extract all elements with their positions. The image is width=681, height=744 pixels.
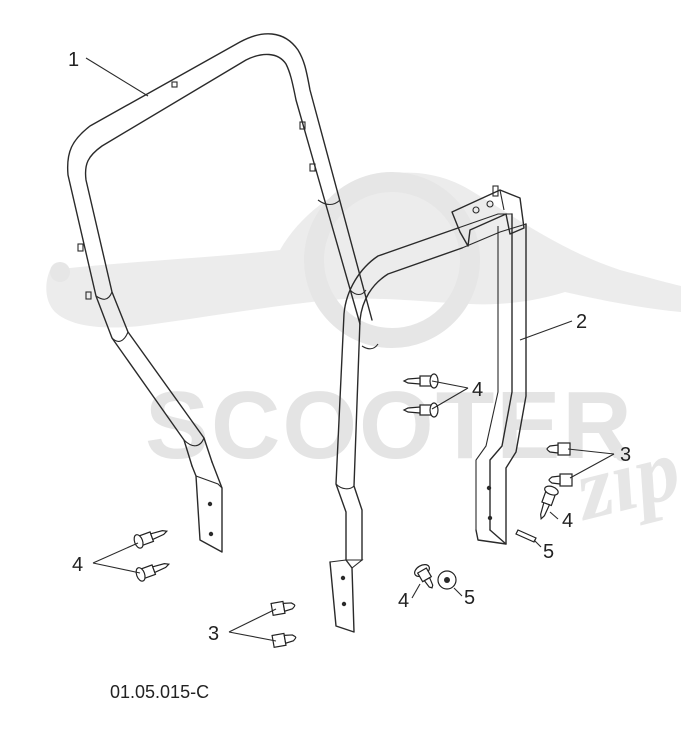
frame-2-top-bracket [451, 189, 525, 247]
callout-1a: 1 [68, 49, 79, 71]
part-2-right-frame [329, 185, 527, 633]
frame-2-rear-leg-back [475, 226, 499, 530]
frame-2-rear-hole-2 [487, 515, 493, 521]
cap-nut-icon [548, 473, 573, 487]
frame-1-tab-1 [299, 121, 306, 130]
callout-3a: 3 [208, 623, 219, 645]
frame-2-bend-mark-1 [361, 343, 379, 350]
callout-2a: 2 [576, 311, 587, 333]
frame-1-tab-2 [309, 163, 316, 172]
leader-1 [85, 57, 149, 97]
callout-4d: 4 [398, 590, 409, 612]
watermark-brand-text: SCOOTER [145, 372, 634, 479]
drawing-code: 01.05.015-C [110, 682, 209, 702]
frame-1-tab-4 [85, 291, 92, 300]
frame-1-mount-plate [191, 461, 223, 553]
frame-2-top-crossbar [457, 213, 512, 229]
leader-3-right-b [569, 453, 615, 479]
callout-5b: 5 [464, 587, 475, 609]
leader-4-left-a [92, 542, 139, 564]
leader-4-mid-a [431, 380, 469, 389]
frame-1-tab-5 [171, 81, 178, 88]
frame-2-bend-mark-2 [335, 483, 355, 490]
frame-2-front-hole-1 [340, 575, 346, 581]
frame-2-bracket-hole-2 [486, 200, 494, 208]
frame-1-bend-mark-lower [111, 331, 129, 342]
bolt-group-left [133, 530, 171, 582]
flange-bolt-icon [135, 563, 171, 582]
frame-1-mount-hole-2 [208, 531, 214, 537]
leader-4-right [549, 511, 559, 520]
frame-1-inner-joint-2 [349, 289, 367, 296]
callout-4b: 4 [472, 379, 483, 401]
leader-4-mid-b [431, 387, 469, 410]
callout-4c: 4 [562, 510, 573, 532]
flange-bolt-icon [414, 564, 434, 589]
watermark-scooter-silhouette [46, 172, 681, 328]
watermark-emblem-ring [304, 172, 480, 348]
frame-2-front-plate-edge [329, 559, 364, 569]
callout-5a: 5 [543, 541, 554, 563]
watermark-left-dot [50, 262, 70, 282]
nut-group-bottom [270, 600, 297, 648]
leader-3-bottom-a [228, 608, 277, 633]
frame-2-crossbar-lower [461, 223, 527, 249]
frame-2-rear-leg-outer [489, 213, 513, 531]
part-1-left-frame [66, 33, 373, 553]
frame-1-inner-edge [84, 53, 361, 463]
leader-4-left-b [92, 562, 141, 574]
leader-3-bottom-b [228, 631, 277, 642]
callouts: 1 2 3 3 4 4 4 4 5 5 [68, 49, 631, 645]
frame-1-bend-mark-upper [95, 291, 113, 300]
frame-2-front-hole-2 [341, 601, 347, 607]
leader-5-bottom [453, 587, 463, 597]
frame-1-outer-edge [66, 33, 373, 467]
leader-lines [85, 57, 615, 642]
cap-nut-icon [270, 600, 296, 616]
frame-2-rear-mount-plate [475, 529, 507, 545]
watermark: SCOOTER zip [46, 172, 681, 540]
frame-2-inner-edge [353, 247, 463, 561]
flange-bolt-icon [133, 530, 169, 549]
frame-1-mount-hole-1 [207, 501, 213, 507]
frame-1-tab-3 [77, 243, 84, 252]
frame-2-rear-hole-1 [486, 485, 492, 491]
leader-2 [519, 320, 573, 341]
frame-2-bracket-stud [492, 185, 499, 197]
leader-5-right [533, 539, 542, 548]
frame-2-front-mount-plate [329, 559, 355, 633]
frame-2-rear-leg-inner [505, 223, 527, 545]
callout-4a: 4 [72, 554, 83, 576]
frame-2-bracket-fold [499, 189, 505, 211]
frame-1-mount-plate-edge [195, 475, 223, 489]
frame-2-outer-edge [335, 227, 459, 561]
leader-3-right-a [567, 448, 615, 455]
washer-icon [437, 570, 457, 590]
frame-1-inner-joint [317, 199, 341, 206]
flange-bolt-icon [540, 485, 559, 521]
callout-3b: 3 [620, 444, 631, 466]
frame-1-collar [183, 437, 205, 447]
frame-2-bracket-hole-1 [472, 206, 480, 214]
leader-4-bottom [411, 583, 421, 599]
cotter-pin-icon [515, 529, 537, 543]
cap-nut-icon [271, 632, 297, 648]
